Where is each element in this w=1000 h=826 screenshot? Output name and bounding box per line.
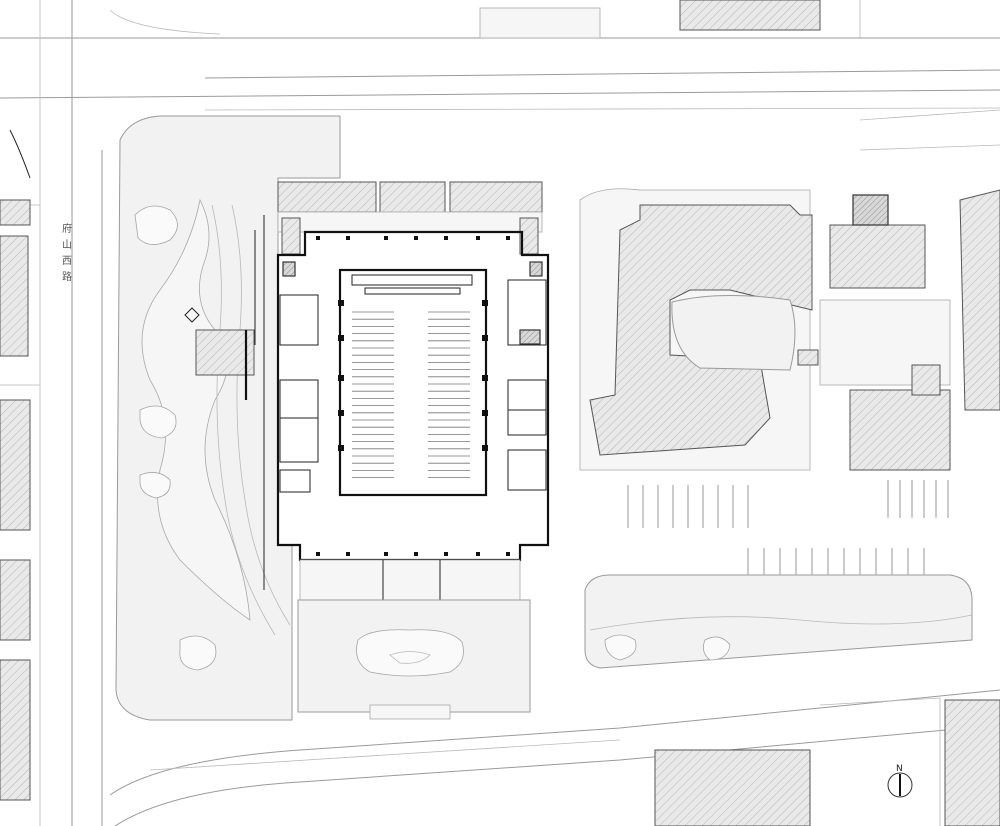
column	[346, 552, 350, 556]
column	[316, 552, 320, 556]
column	[338, 375, 344, 381]
west-street-buildings	[0, 129, 31, 801]
column	[414, 236, 418, 240]
column	[482, 375, 488, 381]
parking-stalls	[627, 480, 949, 580]
street-label-char: 府	[62, 222, 72, 235]
column	[506, 552, 510, 556]
east-building-complex	[579, 109, 1000, 471]
column	[476, 552, 480, 556]
column	[444, 236, 448, 240]
column	[482, 445, 488, 451]
column	[338, 410, 344, 416]
column	[346, 236, 350, 240]
column	[482, 410, 488, 416]
column	[482, 335, 488, 341]
column	[338, 335, 344, 341]
column	[482, 300, 488, 306]
column	[506, 236, 510, 240]
column	[338, 300, 344, 306]
column	[414, 552, 418, 556]
north-label: N	[896, 764, 903, 774]
column	[338, 445, 344, 451]
street-label-char: 路	[62, 270, 72, 283]
street-label-char: 山	[62, 239, 72, 251]
street-label: 府 山 西 路	[62, 222, 72, 283]
nave-pews	[352, 311, 470, 479]
column	[384, 552, 388, 556]
street-label-char: 西	[62, 256, 72, 267]
southeast-landscape	[584, 574, 1000, 826]
column	[444, 552, 448, 556]
column	[384, 236, 388, 240]
north-arrow: N	[887, 764, 913, 798]
structural-columns	[316, 236, 510, 556]
column	[476, 236, 480, 240]
church-building	[276, 181, 550, 631]
column	[316, 236, 320, 240]
landscape-parcel-west	[115, 115, 341, 721]
forecourt	[297, 599, 531, 720]
